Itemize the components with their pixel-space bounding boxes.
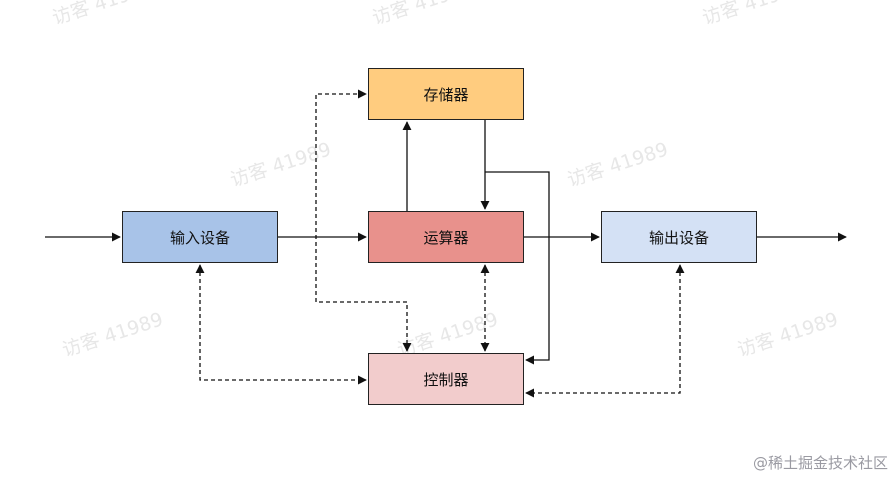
output-device-label: 输出设备 — [648, 228, 709, 247]
output-device-node: 输出设备 — [601, 211, 757, 263]
alu-node: 运算器 — [368, 211, 524, 263]
control-input-dashed-arrow — [195, 264, 367, 385]
alu-label: 运算器 — [423, 228, 469, 247]
controller-label: 控制器 — [423, 370, 469, 389]
storage-node: 存储器 — [368, 68, 524, 120]
storage-to-control-arrow — [485, 171, 550, 365]
controller-node: 控制器 — [368, 353, 524, 405]
storage-label: 存储器 — [423, 85, 469, 104]
input-device-node: 输入设备 — [122, 211, 278, 263]
source-credit: @稀土掘金技术社区 — [752, 454, 888, 472]
control-output-dashed-arrow — [525, 264, 685, 398]
input-device-label: 输入设备 — [169, 228, 230, 247]
